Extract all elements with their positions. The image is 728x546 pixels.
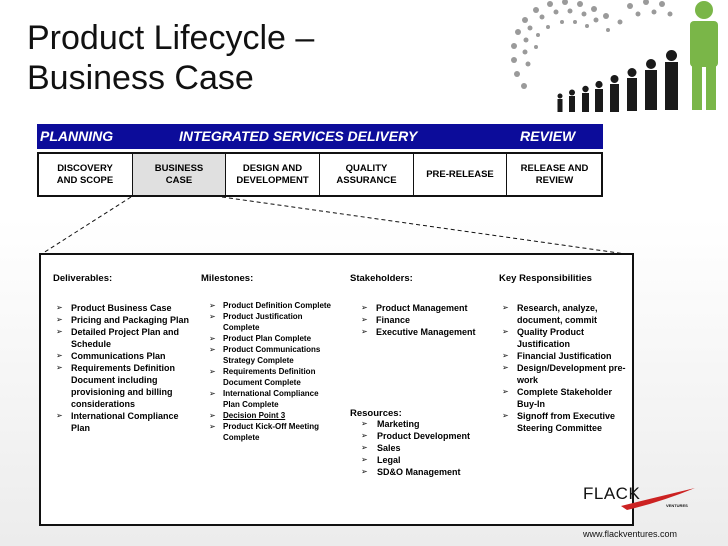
list-item: Product Plan Complete: [201, 333, 336, 344]
list-item: Detailed Project Plan and Schedule: [48, 326, 198, 350]
list-item: Signoff from Executive Steering Committe…: [498, 410, 633, 434]
list-item: Product Definition Complete: [201, 300, 336, 311]
list-item: International Compliance Plan: [48, 410, 198, 434]
people-graphic: [511, 0, 718, 112]
list-item: Requirements Definition Document Complet…: [201, 366, 336, 388]
list-item: Financial Justification: [498, 350, 633, 362]
resources-list: Marketing Product Development Sales Lega…: [351, 418, 501, 478]
deliverables-list: Product Business Case Pricing and Packag…: [48, 302, 198, 434]
list-item: Product Kick-Off Meeting Complete: [201, 421, 336, 443]
stakeholders-list: Product Management Finance Executive Man…: [351, 302, 486, 338]
list-item-decision-point: Decision Point 3: [201, 410, 336, 421]
title-line-1: Product Lifecycle –: [27, 19, 315, 57]
dot-ring: [511, 0, 673, 89]
responsibilities-heading: Key Responsibilities: [499, 273, 592, 284]
slide-title: Product Lifecycle – Business Case: [27, 18, 367, 98]
milestones-heading: Milestones:: [201, 273, 254, 284]
flack-logo-swoosh: [621, 488, 695, 510]
list-item: Product Management: [351, 302, 486, 314]
list-item: Communications Plan: [48, 350, 198, 362]
list-item: Research, analyze, document, commit: [498, 302, 633, 326]
list-item: Quality Product Justification: [498, 326, 633, 350]
list-item: Legal: [351, 454, 501, 466]
responsibilities-list: Research, analyze, document, commit Qual…: [498, 302, 633, 434]
list-item: Complete Stakeholder Buy-In: [498, 386, 633, 410]
business-case-detail-box: Deliverables: Milestones: Stakeholders: …: [39, 253, 634, 526]
list-item: Design/Development pre-work: [498, 362, 633, 386]
resources-heading: Resources:: [350, 408, 402, 419]
list-item: Product Justification Complete: [201, 311, 336, 333]
stage-pre-release: PRE-RELEASE: [413, 154, 506, 195]
people-icons: [557, 50, 678, 112]
list-item: Marketing: [351, 418, 501, 430]
list-item: Executive Management: [351, 326, 486, 338]
stakeholders-heading: Stakeholders:: [350, 273, 413, 284]
list-item: Finance: [351, 314, 486, 326]
list-item: Sales: [351, 442, 501, 454]
list-item: Product Communications Strategy Complete: [201, 344, 336, 366]
phase-integrated-services-delivery: INTEGRATED SERVICES DELIVERY: [179, 128, 418, 144]
phase-header-bar: PLANNING INTEGRATED SERVICES DELIVERY RE…: [37, 124, 603, 149]
deliverables-heading: Deliverables:: [53, 273, 113, 284]
flack-logo-subtext: VENTURES: [666, 503, 688, 508]
list-item: Product Business Case: [48, 302, 198, 314]
milestones-list: Product Definition Complete Product Just…: [201, 300, 336, 443]
title-line-2: Business Case: [27, 59, 254, 97]
green-person-icon: [690, 1, 718, 110]
phase-review: REVIEW: [520, 128, 576, 144]
list-item: Product Development: [351, 430, 501, 442]
phase-planning: PLANNING: [40, 128, 114, 144]
list-item: Requirements Definition Document includi…: [48, 362, 198, 410]
list-item: International Compliance Plan Complete: [201, 388, 336, 410]
list-item: SD&O Management: [351, 466, 501, 478]
website-url: www.flackventures.com: [583, 529, 678, 539]
flack-logo-text: FLACK: [583, 484, 641, 503]
list-item: Pricing and Packaging Plan: [48, 314, 198, 326]
